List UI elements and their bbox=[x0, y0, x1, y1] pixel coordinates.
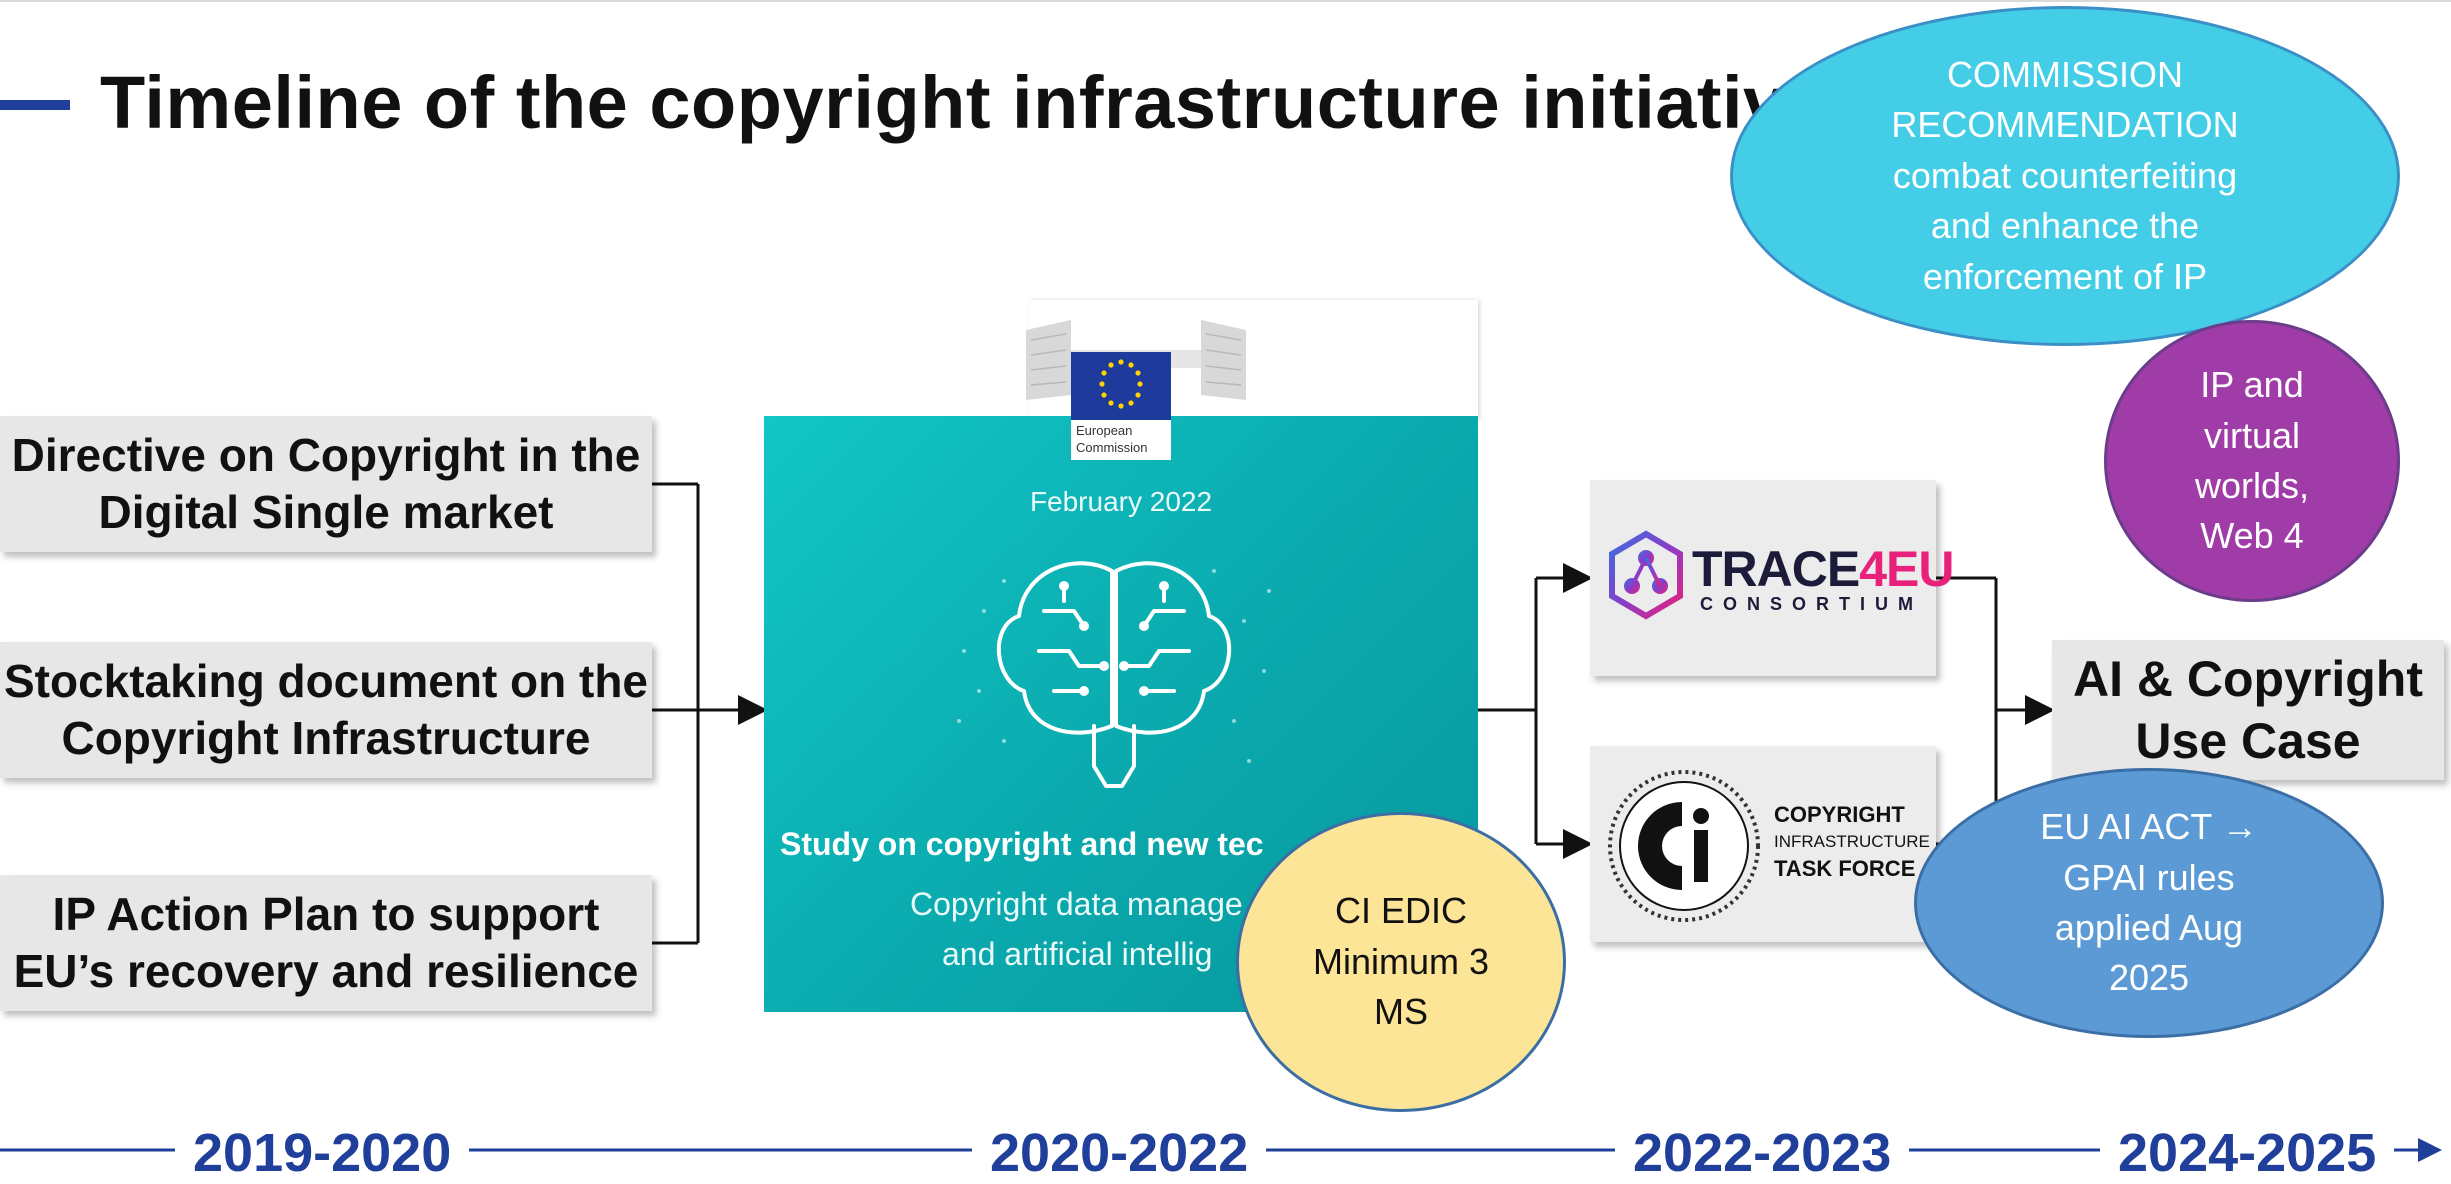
ci-line3: TASK FORCE bbox=[1774, 856, 1916, 881]
fork-connector bbox=[1478, 563, 1593, 859]
ai-copyright-box: AI & Copyright Use Case bbox=[2052, 640, 2444, 780]
ci-edic-text: CI EDIC Minimum 3 MS bbox=[1312, 890, 1490, 1033]
trace4eu-hexagon-icon bbox=[1609, 530, 1683, 620]
left-bracket-connector bbox=[652, 482, 768, 945]
european-commission-logo: European Commission bbox=[1026, 320, 1246, 460]
cover-subtitle-line1: Copyright data manage bbox=[910, 886, 1243, 922]
title-accent-bar bbox=[0, 100, 70, 110]
ci-logo-icon bbox=[1608, 770, 1760, 922]
eu-ai-act-ellipse: EU AI ACT → GPAI rules applied Aug 2025 bbox=[1914, 768, 2384, 1038]
ci-edic-ellipse: CI EDIC Minimum 3 MS bbox=[1236, 812, 1566, 1112]
timeline-label-2020-2022: 2020-2022 bbox=[972, 1122, 1267, 1184]
ip-virtual-worlds-ellipse: IP and virtual worlds, Web 4 bbox=[2104, 320, 2400, 602]
page-title: Timeline of the copyright infrastructure… bbox=[100, 61, 1827, 144]
top-divider bbox=[0, 0, 2451, 2]
ip-virtual-worlds-text: IP and virtual worlds, Web 4 bbox=[2194, 364, 2310, 557]
ci-line1: COPYRIGHT bbox=[1774, 802, 1905, 827]
trace4eu-consortium-label: CONSORTIUM bbox=[1700, 594, 1923, 614]
svg-text:Commission: Commission bbox=[1076, 440, 1148, 455]
timeline-label-2022-2023: 2022-2023 bbox=[1615, 1122, 1910, 1184]
stocktaking-box: Stocktaking document on the Copyright In… bbox=[0, 642, 652, 778]
svg-text:European: European bbox=[1076, 423, 1132, 438]
ci-line2: INFRASTRUCTURE bbox=[1774, 832, 1930, 851]
timeline-label-2024-2025: 2024-2025 bbox=[2100, 1122, 2395, 1184]
cover-study-title: Study on copyright and new tec bbox=[780, 826, 1264, 862]
cover-subtitle-line2: and artificial intellig bbox=[942, 936, 1213, 972]
trace4eu-wordmark: TRACE4EU bbox=[1692, 541, 1954, 597]
commission-recommendation-ellipse: COMMISSION RECOMMENDATION combat counter… bbox=[1730, 6, 2400, 346]
trace4eu-box: TRACE4EU CONSORTIUM bbox=[1590, 480, 1954, 676]
ip-action-plan-box: IP Action Plan to support EU’s recovery … bbox=[0, 875, 652, 1011]
ci-task-force-box: COPYRIGHT INFRASTRUCTURE TASK FORCE bbox=[1590, 746, 1936, 942]
eu-ai-act-text: EU AI ACT → GPAI rules applied Aug 2025 bbox=[2040, 806, 2258, 999]
timeline-label-2019-2020: 2019-2020 bbox=[175, 1122, 470, 1184]
brain-circuit-icon bbox=[957, 561, 1271, 788]
cover-date: February 2022 bbox=[1029, 486, 1213, 517]
directive-box: Directive on Copyright in the Digital Si… bbox=[0, 416, 652, 552]
commission-recommendation-text: COMMISSION RECOMMENDATION combat counter… bbox=[1891, 54, 2239, 297]
